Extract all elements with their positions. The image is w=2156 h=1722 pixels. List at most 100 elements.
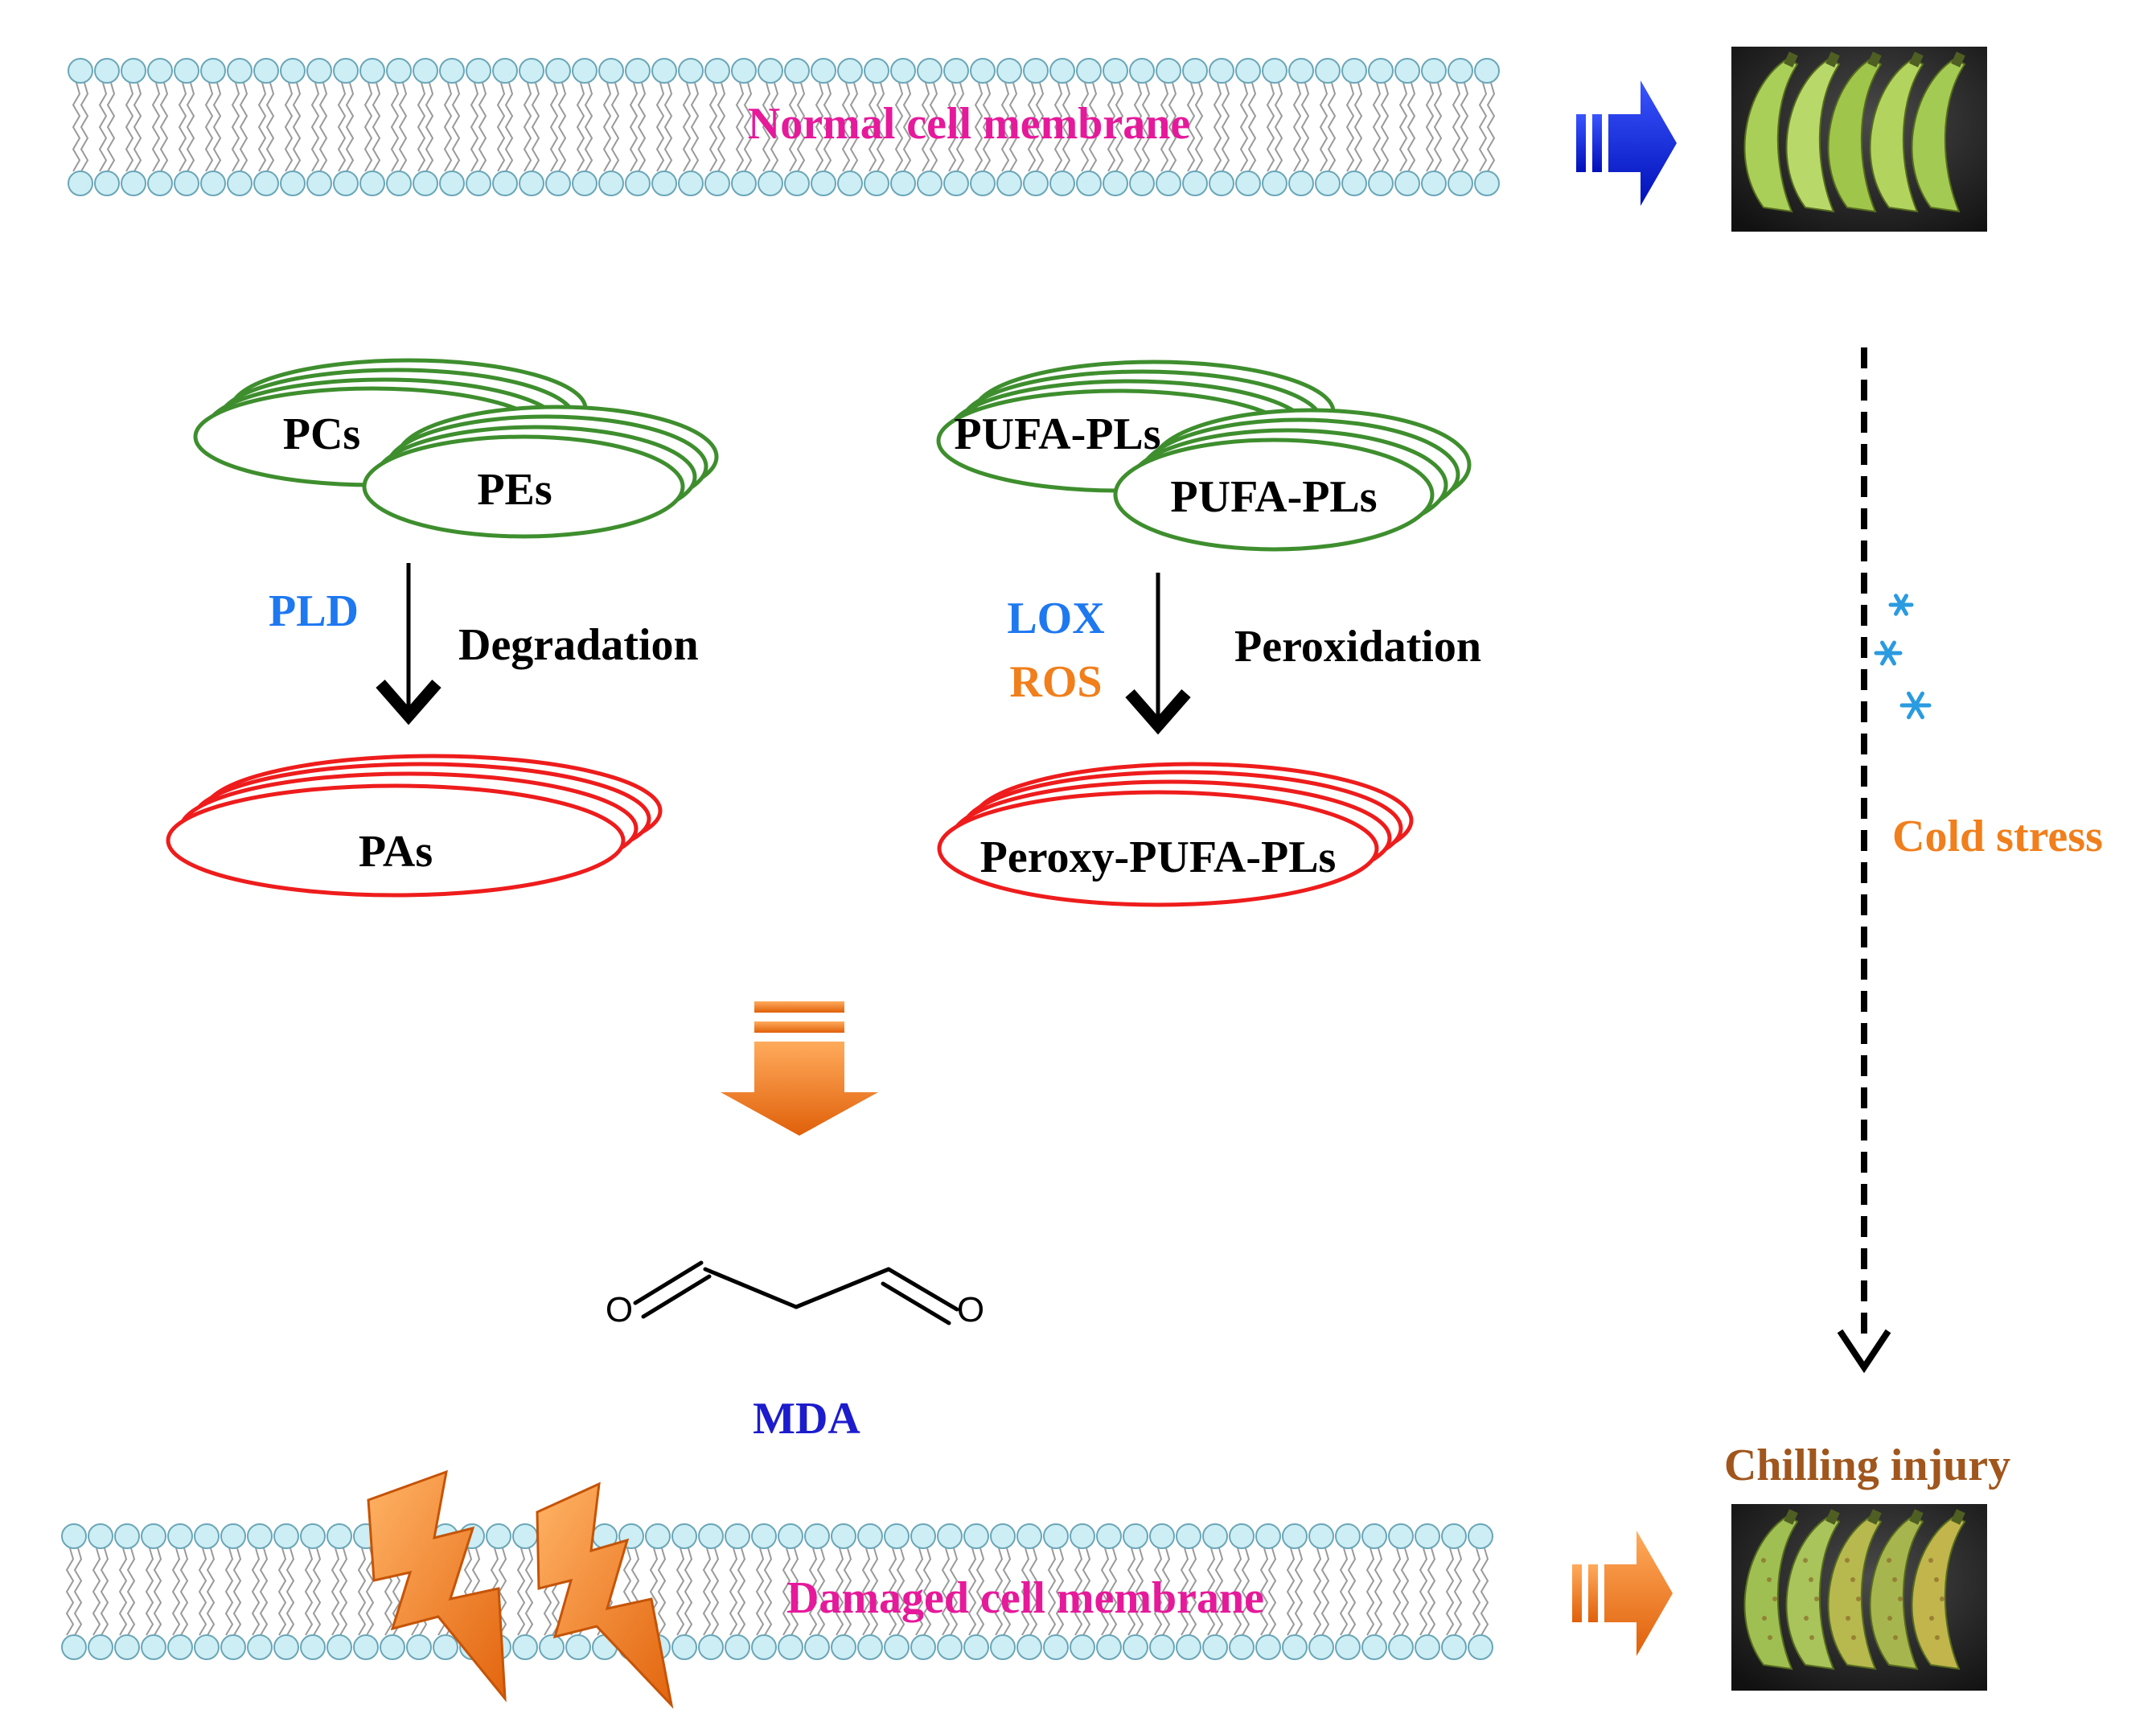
- lipid-head: [645, 1523, 671, 1549]
- lipid-head: [1421, 58, 1447, 84]
- lipid-tail-pair: [496, 82, 514, 172]
- lipid-tail-pair: [204, 82, 222, 172]
- lipid-tail-pair: [1153, 1547, 1171, 1636]
- lipid-tail-pair: [629, 82, 647, 172]
- lipid-head: [492, 171, 518, 196]
- lipid-head: [306, 171, 332, 196]
- cold-stress-label: Cold stress: [1892, 812, 2103, 861]
- lipid-tail-pair: [1027, 82, 1045, 172]
- lipid-head: [273, 1523, 299, 1549]
- lipid-head: [1049, 171, 1075, 196]
- lipid-head: [651, 58, 677, 84]
- healthy-banana-photo: [1731, 47, 1987, 232]
- lipid-tail-pair: [1472, 1547, 1489, 1636]
- lipid-head: [61, 1634, 87, 1660]
- lipid-tail-pair: [417, 82, 434, 172]
- lipid-head: [598, 171, 624, 196]
- lipid-tail-pair: [782, 1547, 799, 1636]
- lipid-tail-pair: [1452, 82, 1469, 172]
- lipid-tail-pair: [145, 1547, 162, 1636]
- lipid-head: [725, 1634, 750, 1660]
- lipid-head: [837, 171, 863, 196]
- lipid-head: [778, 1634, 803, 1660]
- lipid-tail-pair: [1445, 1547, 1463, 1636]
- lipid-tail-pair: [676, 1547, 693, 1636]
- lipid-tail-pair: [337, 82, 355, 172]
- lipid-head: [1308, 1634, 1334, 1660]
- lipid-head: [731, 171, 757, 196]
- lipid-head: [678, 58, 704, 84]
- lipid-head: [784, 58, 810, 84]
- lipid-head: [1235, 171, 1261, 196]
- lipid-head: [1076, 58, 1102, 84]
- lipid-head: [1262, 171, 1287, 196]
- lipid-head: [1156, 171, 1181, 196]
- lipid-tail-pair: [310, 82, 328, 172]
- lipid-head: [1255, 1634, 1281, 1660]
- lipid-head: [247, 1634, 273, 1660]
- lipid-head: [439, 171, 465, 196]
- lipid-head: [1448, 171, 1473, 196]
- pufa-pls-ellipse-stack-2: [1113, 408, 1472, 552]
- orange-down-block-arrow-icon: [721, 1001, 878, 1136]
- lipid-tail-pair: [1206, 1547, 1224, 1636]
- lipid-tail-pair: [947, 82, 965, 172]
- lipid-head: [1288, 58, 1314, 84]
- lipid-tail-pair: [655, 82, 673, 172]
- lipid-tail-pair: [363, 82, 381, 172]
- lipid-head: [758, 58, 783, 84]
- lipid-head: [512, 1523, 538, 1549]
- peroxy-pufa-pls-label: Peroxy-PUFA-PLs: [980, 832, 1337, 882]
- lipid-head: [970, 58, 996, 84]
- lipid-head: [1182, 171, 1208, 196]
- lipid-head: [884, 1634, 910, 1660]
- lipid-tail-pair: [125, 82, 142, 172]
- lipid-head: [943, 171, 969, 196]
- lipid-head: [1341, 58, 1367, 84]
- lightning-bolt-icon: [367, 1469, 507, 1703]
- lipid-head: [1394, 58, 1420, 84]
- lipid-head: [326, 1523, 352, 1549]
- lipid-tail-pair: [841, 82, 859, 172]
- lipid-head: [326, 1634, 352, 1660]
- lipid-head: [61, 1523, 87, 1549]
- lipid-head: [200, 58, 226, 84]
- snowflake-icon: [1899, 691, 1932, 720]
- damaged-cell-membrane: [61, 1523, 1493, 1660]
- lipid-head: [1043, 1523, 1069, 1549]
- lipid-head: [300, 1523, 326, 1549]
- lipid-tail-pair: [762, 82, 779, 172]
- pufa-pls-label-1: PUFA-PLs: [954, 409, 1160, 459]
- lipid-head: [1361, 1634, 1387, 1660]
- lipid-head: [698, 1523, 724, 1549]
- pcs-label: PCs: [283, 409, 360, 459]
- lipid-tail-pair: [1021, 1547, 1038, 1636]
- chilling-injury-label: Chilling injury: [1724, 1440, 2010, 1490]
- lipid-head: [1202, 1634, 1228, 1660]
- lipid-head: [486, 1523, 511, 1549]
- lipid-head: [864, 58, 889, 84]
- lipid-tail-pair: [1160, 82, 1177, 172]
- lipid-head: [1468, 1634, 1493, 1660]
- mda-oxygen-right: O: [957, 1290, 984, 1330]
- lipid-tail-pair: [549, 82, 567, 172]
- lipid-head: [804, 1634, 830, 1660]
- lipid-head: [1129, 58, 1155, 84]
- normal-membrane-label: Normal cell membrane: [748, 99, 1190, 149]
- lipid-head: [1209, 171, 1234, 196]
- lipid-tail-pair: [1233, 1547, 1250, 1636]
- lipid-head: [996, 171, 1022, 196]
- lipid-head: [194, 1523, 220, 1549]
- cold-stress-arrowhead: [1837, 1329, 1891, 1374]
- lipid-head: [94, 171, 120, 196]
- lipid-head: [220, 1634, 246, 1660]
- lipid-head: [333, 171, 359, 196]
- lipid-tail-pair: [1478, 82, 1496, 172]
- lipid-tail-pair: [967, 1547, 985, 1636]
- lipid-head: [1368, 171, 1394, 196]
- lipid-tail-pair: [331, 1547, 348, 1636]
- lipid-head: [1023, 58, 1049, 84]
- lipid-tail-pair: [1186, 82, 1204, 172]
- pas-label: PAs: [359, 827, 433, 877]
